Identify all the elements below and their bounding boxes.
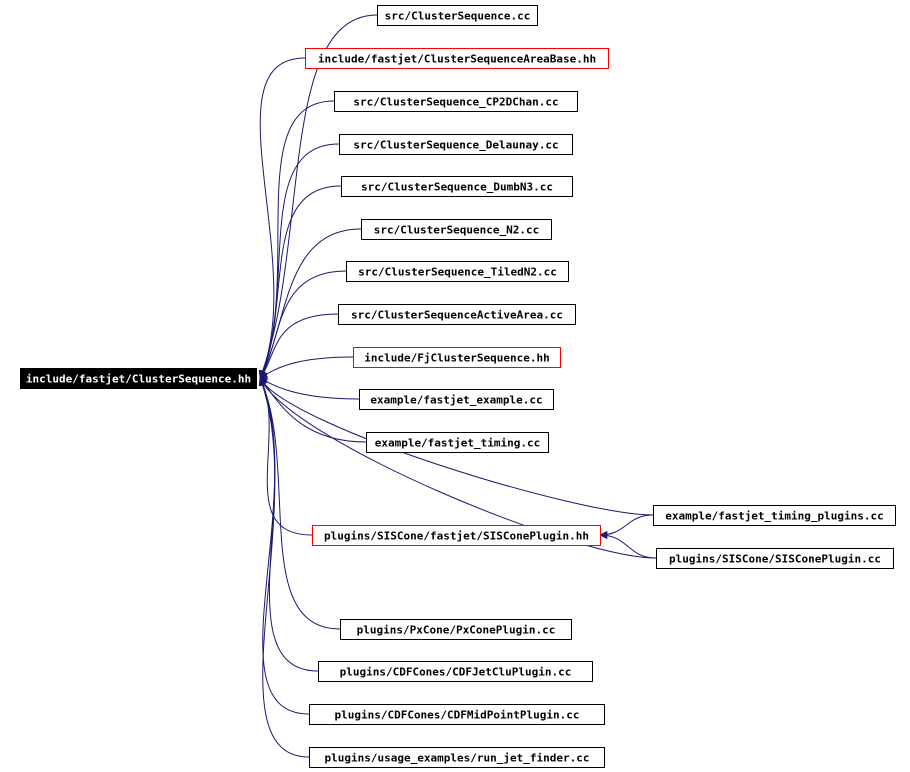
file-node-label: src/ClusterSequence_Delaunay.cc xyxy=(353,139,558,152)
file-node[interactable]: src/ClusterSequence_CP2DChan.cc xyxy=(334,91,578,112)
file-node[interactable]: src/ClusterSequenceActiveArea.cc xyxy=(338,304,576,325)
edge-n5-to-root xyxy=(259,228,362,379)
file-node[interactable]: plugins/CDFCones/CDFJetCluPlugin.cc xyxy=(318,661,593,682)
file-node[interactable]: example/fastjet_timing_plugins.cc xyxy=(653,505,896,526)
edge-n6-to-root xyxy=(259,270,347,379)
file-node-label: src/ClusterSequenceActiveArea.cc xyxy=(351,309,563,322)
file-node-label: example/fastjet_timing_plugins.cc xyxy=(665,510,884,523)
file-node[interactable]: src/ClusterSequence_DumbN3.cc xyxy=(341,176,573,197)
edge-n1-to-root xyxy=(259,57,306,379)
file-node-box xyxy=(361,219,552,240)
file-node-label: plugins/usage_examples/run_jet_finder.cc xyxy=(325,752,590,765)
root-node-box xyxy=(20,368,257,389)
file-node-box xyxy=(346,261,569,282)
file-node-box xyxy=(656,548,894,569)
edge-n7-to-root xyxy=(259,313,339,379)
file-node-label: plugins/CDFCones/CDFMidPointPlugin.cc xyxy=(334,709,579,722)
file-node-box xyxy=(359,389,554,410)
file-node-label: plugins/CDFCones/CDFJetCluPlugin.cc xyxy=(340,666,572,679)
edge-n13-to-n12 xyxy=(599,531,657,559)
file-node-label: include/FjClusterSequence.hh xyxy=(364,352,549,365)
file-node-label: example/fastjet_timing.cc xyxy=(375,437,541,450)
edge-n8-to-root xyxy=(259,356,354,379)
file-node-box xyxy=(334,91,578,112)
file-node[interactable]: example/fastjet_example.cc xyxy=(359,389,554,410)
file-node-box xyxy=(305,48,609,69)
edge-n16-to-root xyxy=(259,377,310,715)
edge-n3-to-root xyxy=(259,143,340,379)
file-node-box xyxy=(309,747,605,768)
edge-n11-to-root xyxy=(259,377,654,516)
file-node-label: plugins/SISCone/fastjet/SISConePlugin.hh xyxy=(324,530,589,543)
file-node[interactable]: plugins/usage_examples/run_jet_finder.cc xyxy=(309,747,605,768)
file-node-box xyxy=(318,661,593,682)
file-node-box xyxy=(309,704,605,725)
file-node-label: plugins/PxCone/PxConePlugin.cc xyxy=(357,624,556,637)
edge-n0-to-root xyxy=(258,14,378,379)
file-node-label: src/ClusterSequence_CP2DChan.cc xyxy=(353,96,558,109)
file-node-box xyxy=(653,505,896,526)
file-node-box xyxy=(341,176,573,197)
file-node-box xyxy=(366,432,549,453)
file-node[interactable]: plugins/SISCone/fastjet/SISConePlugin.hh xyxy=(312,525,601,546)
file-node-label: example/fastjet_example.cc xyxy=(370,394,542,407)
root-node-label: include/fastjet/ClusterSequence.hh xyxy=(26,373,251,386)
file-node[interactable]: example/fastjet_timing.cc xyxy=(366,432,549,453)
file-node[interactable]: src/ClusterSequence_TiledN2.cc xyxy=(346,261,569,282)
file-node-box xyxy=(338,304,576,325)
file-node-box xyxy=(353,347,561,368)
file-node-box xyxy=(340,619,572,640)
edge-n9-to-root xyxy=(259,377,360,400)
file-node[interactable]: plugins/CDFCones/CDFMidPointPlugin.cc xyxy=(309,704,605,725)
edge-n14-to-root xyxy=(259,377,341,630)
file-node[interactable]: plugins/SISCone/SISConePlugin.cc xyxy=(656,548,894,569)
root-node: include/fastjet/ClusterSequence.hh xyxy=(20,368,257,389)
file-node-label: include/fastjet/ClusterSequenceAreaBase.… xyxy=(318,53,596,66)
file-nodes: include/fastjet/ClusterSequence.hh src/Cl… xyxy=(20,5,896,768)
edge-n11-to-n12 xyxy=(599,514,654,539)
file-node-label: src/ClusterSequence.cc xyxy=(385,10,531,23)
dependency-edges xyxy=(258,14,657,758)
file-node[interactable]: include/FjClusterSequence.hh xyxy=(353,347,561,368)
file-node-label: src/ClusterSequence_TiledN2.cc xyxy=(358,266,557,279)
file-node-box xyxy=(312,525,601,546)
file-node[interactable]: include/fastjet/ClusterSequenceAreaBase.… xyxy=(305,48,609,69)
file-node-label: src/ClusterSequence_N2.cc xyxy=(374,224,540,237)
file-node[interactable]: src/ClusterSequence.cc xyxy=(377,5,538,26)
file-node-box xyxy=(377,5,538,26)
file-node-label: src/ClusterSequence_DumbN3.cc xyxy=(361,181,553,194)
edge-n13-to-root xyxy=(259,377,657,559)
file-node[interactable]: src/ClusterSequence_N2.cc xyxy=(361,219,552,240)
file-node[interactable]: plugins/PxCone/PxConePlugin.cc xyxy=(340,619,572,640)
file-node[interactable]: src/ClusterSequence_Delaunay.cc xyxy=(339,134,573,155)
edge-n4-to-root xyxy=(259,185,342,379)
file-node-box xyxy=(339,134,573,155)
file-node-label: plugins/SISCone/SISConePlugin.cc xyxy=(669,553,881,566)
edge-n17-to-root xyxy=(258,377,310,758)
